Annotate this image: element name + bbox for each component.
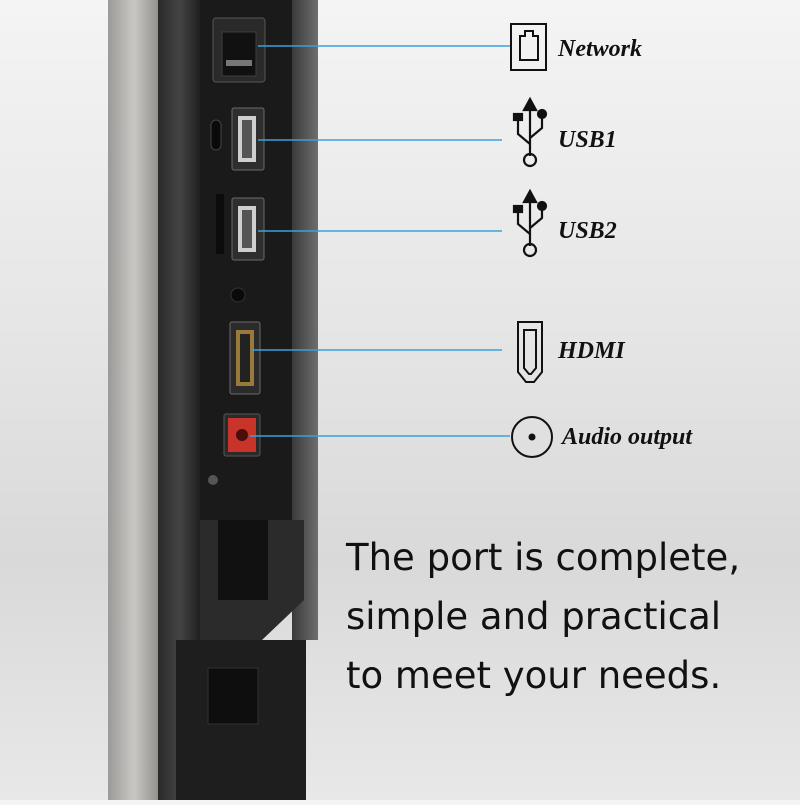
device-side-panel	[108, 0, 160, 800]
panel-lower-block	[218, 520, 268, 600]
usb-icon	[512, 188, 548, 258]
audio-jack-icon	[511, 416, 553, 458]
usb2-label: USB2	[558, 218, 617, 244]
usb1-port	[231, 107, 265, 171]
usb-icon	[512, 96, 548, 168]
pinhole	[230, 287, 246, 303]
tagline-line-1: The port is complete,	[346, 536, 741, 579]
tagline-line-2: simple and practical	[346, 595, 722, 638]
indicator-led	[210, 119, 222, 151]
hdmi-label: HDMI	[558, 338, 625, 364]
audio-output-label: Audio output	[562, 424, 693, 450]
hdmi-port-icon	[517, 321, 543, 383]
usb2-port	[231, 197, 265, 261]
hdmi-port	[229, 321, 261, 395]
screw	[208, 475, 218, 485]
side-slot	[216, 194, 224, 254]
leader-lines	[250, 45, 510, 437]
ethernet-port-icon	[510, 23, 547, 71]
usb1-label: USB1	[558, 127, 617, 153]
network-label: Network	[558, 36, 642, 62]
tagline-line-3: to meet your needs.	[346, 654, 722, 697]
bottom-connector	[207, 667, 259, 725]
audio-jack	[223, 413, 261, 457]
tagline: The port is complete, simple and practic…	[346, 528, 786, 705]
ethernet-port	[212, 17, 266, 83]
